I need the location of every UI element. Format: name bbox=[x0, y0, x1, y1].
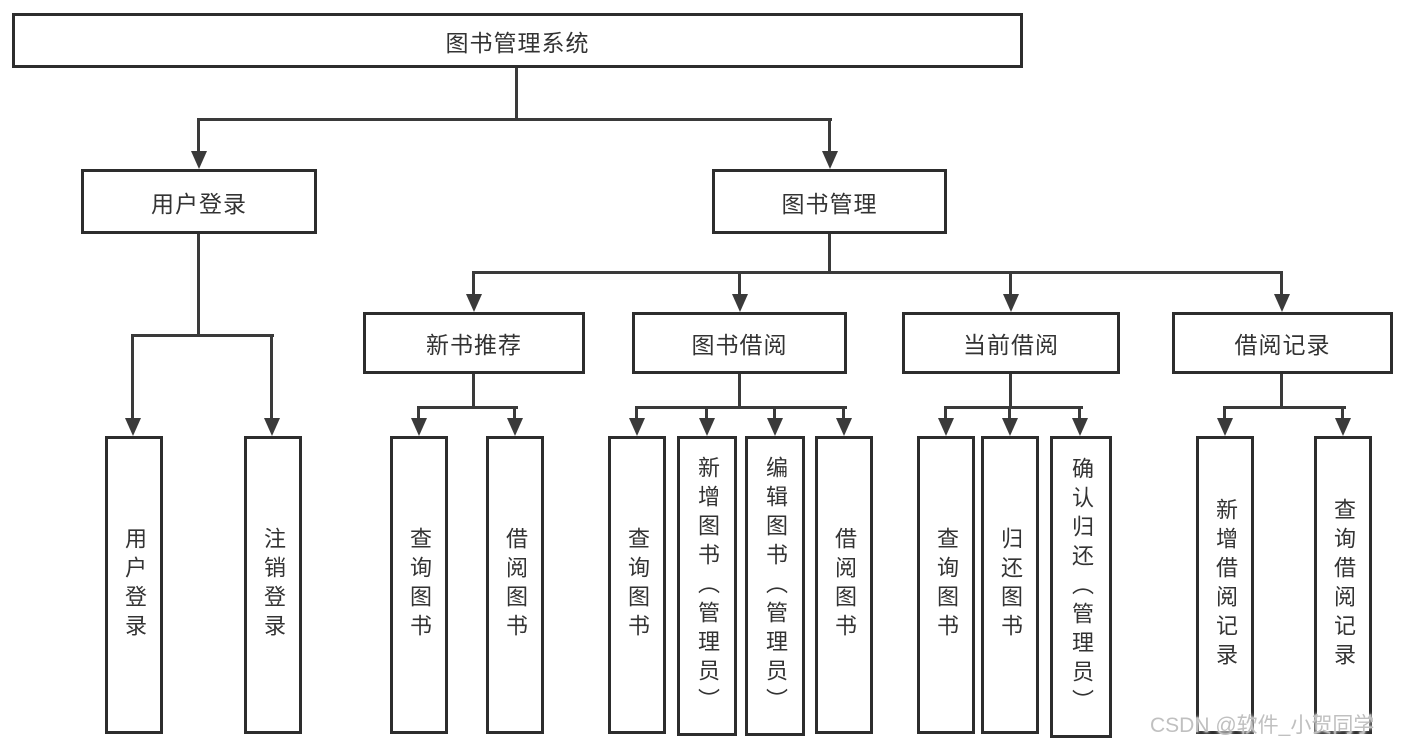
edge-line bbox=[472, 271, 1283, 274]
edge-line bbox=[1280, 271, 1283, 295]
leaf-label: 确认归还（管理员） bbox=[1069, 456, 1094, 718]
edge-line bbox=[705, 406, 708, 418]
edge-line bbox=[197, 118, 832, 121]
edge-line bbox=[738, 271, 741, 295]
edge-line bbox=[1008, 406, 1011, 418]
edge-line bbox=[635, 406, 847, 409]
arrowhead-icon bbox=[466, 294, 482, 312]
leaf-label: 编辑图书（管理员） bbox=[763, 455, 788, 717]
edge-line bbox=[417, 406, 518, 409]
arrowhead-icon bbox=[191, 151, 207, 169]
edge-line bbox=[944, 406, 947, 418]
edge-line bbox=[197, 118, 200, 151]
edge-line bbox=[513, 406, 516, 418]
edge-line bbox=[131, 334, 274, 337]
edge-line bbox=[270, 334, 273, 418]
edge-line bbox=[828, 118, 831, 151]
arrowhead-icon bbox=[1003, 294, 1019, 312]
leaf-label: 查询借阅记录 bbox=[1331, 498, 1356, 672]
edge-line bbox=[773, 406, 776, 418]
edge-line bbox=[1280, 374, 1283, 409]
edge-line bbox=[1009, 374, 1012, 409]
arrowhead-icon bbox=[507, 418, 523, 436]
node-new-book-recommendation: 新书推荐 bbox=[363, 312, 585, 374]
node-leaf-borrow-books-recommend: 借阅图书 bbox=[486, 436, 544, 734]
arrowhead-icon bbox=[938, 418, 954, 436]
leaf-label: 查询图书 bbox=[625, 527, 650, 643]
node-leaf-edit-book-admin: 编辑图书（管理员） bbox=[745, 436, 805, 736]
node-leaf-add-book-admin: 新增图书（管理员） bbox=[677, 436, 737, 736]
node-book-borrowing: 图书借阅 bbox=[632, 312, 847, 374]
edge-line bbox=[1223, 406, 1346, 409]
arrowhead-icon bbox=[1002, 418, 1018, 436]
edge-line bbox=[738, 374, 741, 409]
leaf-label: 借阅图书 bbox=[832, 527, 857, 643]
arrowhead-icon bbox=[822, 151, 838, 169]
leaf-label: 用户登录 bbox=[122, 527, 147, 643]
arrowhead-icon bbox=[629, 418, 645, 436]
node-book-management: 图书管理 bbox=[712, 169, 947, 234]
arrowhead-icon bbox=[732, 294, 748, 312]
csdn-watermark: CSDN @软件_小贺同学 bbox=[1150, 714, 1375, 737]
node-leaf-return-books: 归还图书 bbox=[981, 436, 1039, 734]
node-leaf-query-books-borrowing: 查询图书 bbox=[608, 436, 666, 734]
node-leaf-borrow-books-borrowing: 借阅图书 bbox=[815, 436, 873, 734]
leaf-label: 查询图书 bbox=[407, 527, 432, 643]
node-leaf-user-login: 用户登录 bbox=[105, 436, 163, 734]
arrowhead-icon bbox=[836, 418, 852, 436]
leaf-label: 新增图书（管理员） bbox=[695, 455, 720, 717]
edge-line bbox=[1223, 406, 1226, 418]
edge-line bbox=[197, 234, 200, 337]
edge-line bbox=[828, 234, 831, 274]
arrowhead-icon bbox=[1072, 418, 1088, 436]
arrowhead-icon bbox=[1217, 418, 1233, 436]
edge-line bbox=[417, 406, 420, 418]
leaf-label: 归还图书 bbox=[998, 527, 1023, 643]
node-leaf-logout: 注销登录 bbox=[244, 436, 302, 734]
edge-line bbox=[1078, 406, 1081, 418]
edge-line bbox=[635, 406, 638, 418]
arrowhead-icon bbox=[264, 418, 280, 436]
node-leaf-confirm-return-admin: 确认归还（管理员） bbox=[1050, 436, 1112, 738]
edge-line bbox=[944, 406, 1083, 409]
edge-line bbox=[472, 374, 475, 409]
arrowhead-icon bbox=[125, 418, 141, 436]
node-leaf-query-books-recommend: 查询图书 bbox=[390, 436, 448, 734]
arrowhead-icon bbox=[1274, 294, 1290, 312]
arrowhead-icon bbox=[411, 418, 427, 436]
edge-line bbox=[131, 334, 134, 418]
edge-line bbox=[472, 271, 475, 295]
node-leaf-query-books-current: 查询图书 bbox=[917, 436, 975, 734]
leaf-label: 借阅图书 bbox=[503, 527, 528, 643]
edge-line bbox=[842, 406, 845, 418]
node-current-borrowing: 当前借阅 bbox=[902, 312, 1120, 374]
edge-line bbox=[1009, 271, 1012, 295]
node-user-login: 用户登录 bbox=[81, 169, 317, 234]
node-leaf-add-borrow-record: 新增借阅记录 bbox=[1196, 436, 1254, 734]
node-borrowing-records: 借阅记录 bbox=[1172, 312, 1393, 374]
node-leaf-query-borrow-record: 查询借阅记录 bbox=[1314, 436, 1372, 734]
arrowhead-icon bbox=[767, 418, 783, 436]
arrowhead-icon bbox=[1335, 418, 1351, 436]
leaf-label: 查询图书 bbox=[934, 527, 959, 643]
node-library-management-system: 图书管理系统 bbox=[12, 13, 1023, 68]
edge-line bbox=[515, 68, 518, 120]
edge-line bbox=[1341, 406, 1344, 418]
arrowhead-icon bbox=[699, 418, 715, 436]
leaf-label: 注销登录 bbox=[261, 527, 286, 643]
leaf-label: 新增借阅记录 bbox=[1213, 498, 1238, 672]
